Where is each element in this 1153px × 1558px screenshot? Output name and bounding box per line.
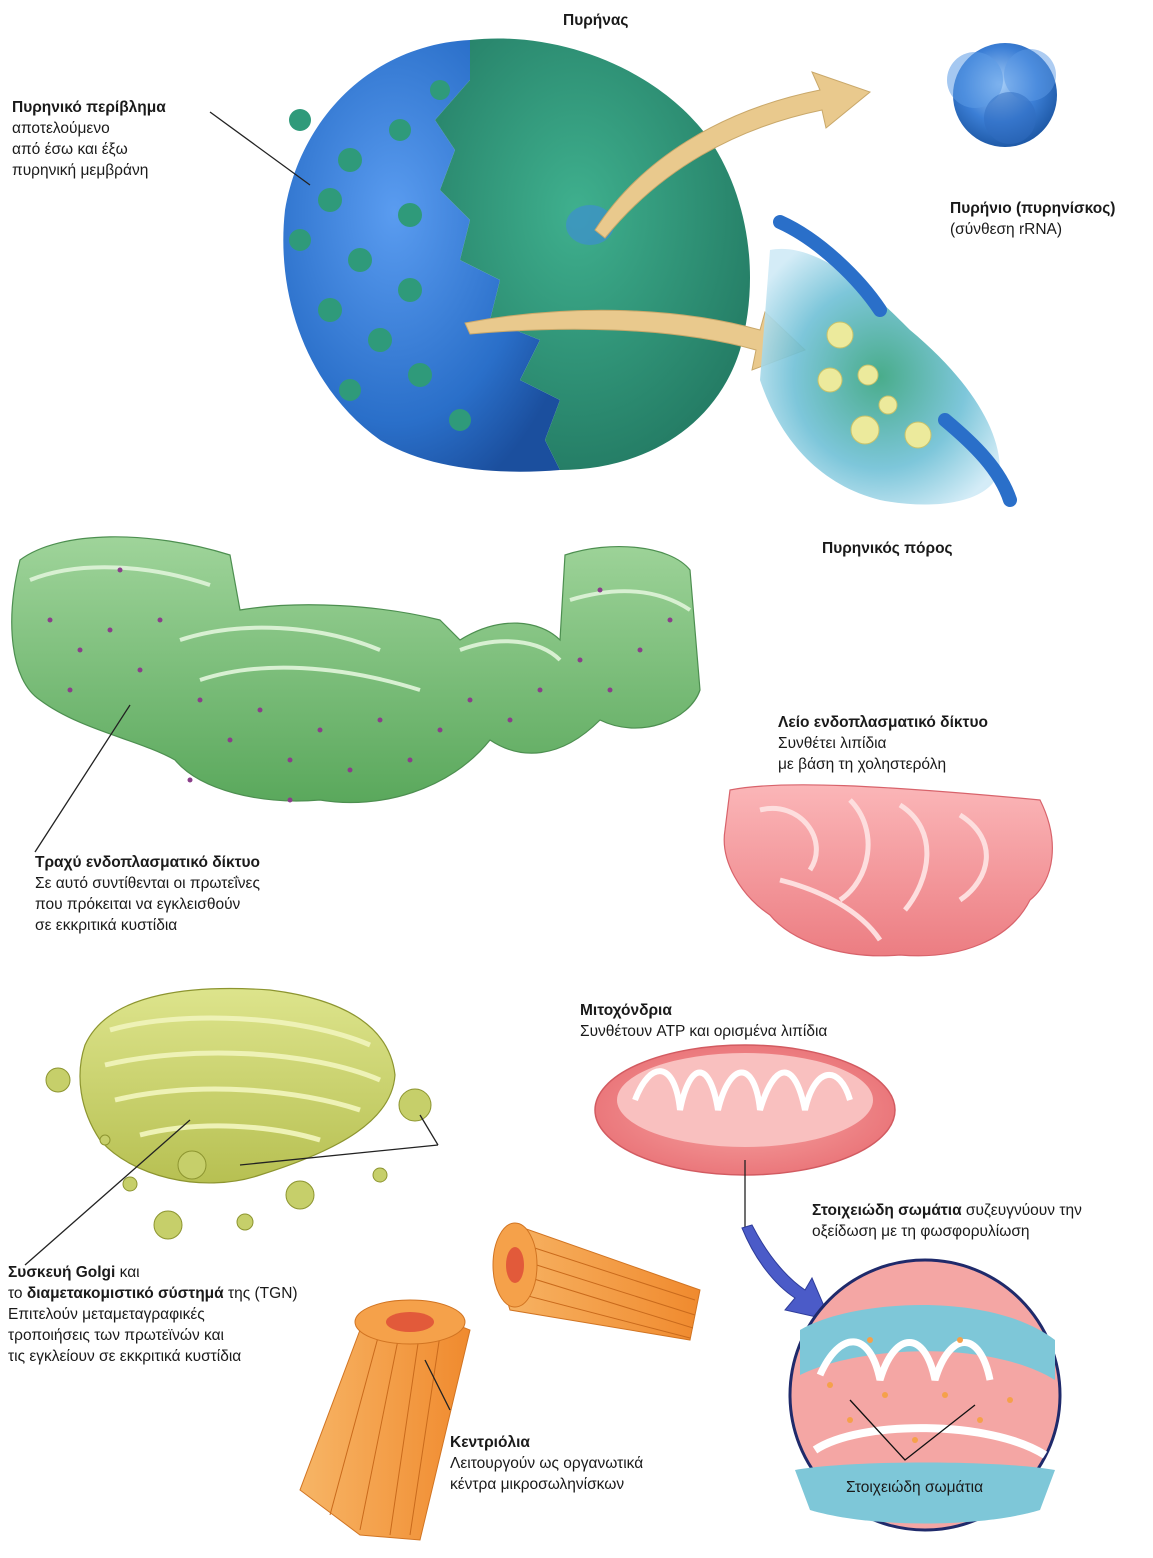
golgi-label: Συσκευή Golgi και το διαμετακομιστικό σύ… — [8, 1262, 298, 1367]
smooth-er-label: Λείο ενδοπλασματικό δίκτυο Συνθέτει λιπί… — [778, 712, 988, 775]
particles-inset-label: Στοιχειώδη σωμάτια — [846, 1477, 983, 1498]
golgi-title-2: διαμετακομιστικό σύστημά — [27, 1285, 224, 1302]
mitochondria-line-1: Συνθέτουν ATP και ορισμένα λιπίδια — [580, 1021, 827, 1042]
golgi-line-1: Επιτελούν μεταμεταγραφικές — [8, 1304, 298, 1325]
nucleus-title: Πυρήνας — [563, 12, 628, 29]
centrioles-line-2: κέντρα μικροσωληνίσκων — [450, 1474, 643, 1495]
centrioles-line-1: Λειτουργούν ως οργανωτικά — [450, 1453, 643, 1474]
rough-er-label: Τραχύ ενδοπλασματικό δίκτυο Σε αυτό συντ… — [35, 852, 260, 936]
golgi-line-2: τροποιήσεις των πρωτεϊνών και — [8, 1325, 298, 1346]
mitochondria-label: Μιτοχόνδρια Συνθέτουν ATP και ορισμένα λ… — [580, 1000, 827, 1042]
rough-er-line-2: που πρόκειται να εγκλεισθούν — [35, 894, 260, 915]
mitochondria-title: Μιτοχόνδρια — [580, 1000, 827, 1021]
particles-desc-title: Στοιχειώδη σωμάτια — [812, 1202, 962, 1219]
golgi-illustration — [46, 989, 431, 1239]
nucleus-illustration — [283, 38, 750, 471]
envelope-line-2: από έσω και έξω — [12, 139, 166, 160]
particles-inset-text: Στοιχειώδη σωμάτια — [846, 1479, 983, 1496]
nucleolus-illustration — [947, 43, 1057, 147]
envelope-title: Πυρηνικό περίβλημα — [12, 97, 166, 118]
golgi-prefix-2: το — [8, 1285, 27, 1302]
centrioles-label: Κεντριόλια Λειτουργούν ως οργανωτικά κέν… — [450, 1432, 643, 1495]
smooth-er-line-1: Συνθέτει λιπίδια — [778, 733, 988, 754]
golgi-mid-2: της (TGN) — [224, 1285, 298, 1302]
pore-label: Πυρηνικός πόρος — [822, 538, 953, 559]
smooth-er-line-2: με βάση τη χοληστερόλη — [778, 754, 988, 775]
rough-er-line-1: Σε αυτό συντίθενται οι πρωτεΐνες — [35, 873, 260, 894]
nucleus-label: Πυρήνας — [563, 10, 628, 31]
rough-er-title: Τραχύ ενδοπλασματικό δίκτυο — [35, 852, 260, 873]
golgi-mid-1: και — [115, 1264, 139, 1281]
mitochondrion-illustration — [595, 1045, 895, 1175]
particles-desc-rest: συζευγνύουν την — [962, 1202, 1082, 1219]
centrioles-title: Κεντριόλια — [450, 1432, 643, 1453]
rough-er-line-3: σε εκκριτικά κυστίδια — [35, 915, 260, 936]
golgi-title: Συσκευή Golgi — [8, 1264, 115, 1281]
nucleolus-title: Πυρήνιο (πυρηνίσκος) — [950, 198, 1115, 219]
nucleolus-label: Πυρήνιο (πυρηνίσκος) (σύνθεση rRNA) — [950, 198, 1115, 240]
rough-er-illustration — [12, 537, 700, 803]
nuclear-pore-illustration — [760, 222, 1010, 505]
pore-title: Πυρηνικός πόρος — [822, 540, 953, 557]
nucleolus-line-1: (σύνθεση rRNA) — [950, 219, 1115, 240]
envelope-label: Πυρηνικό περίβλημα αποτελούμενο από έσω … — [12, 97, 166, 181]
particles-desc-line-2: οξείδωση με τη φωσφορυλίωση — [812, 1221, 1082, 1242]
envelope-line-1: αποτελούμενο — [12, 118, 166, 139]
particles-desc-label: Στοιχειώδη σωμάτια συζευγνύουν την οξείδ… — [812, 1200, 1082, 1242]
smooth-er-title: Λείο ενδοπλασματικό δίκτυο — [778, 712, 988, 733]
golgi-leader-line-3 — [420, 1115, 438, 1145]
envelope-line-3: πυρηνική μεμβράνη — [12, 160, 166, 181]
rough-er-leader-line — [35, 705, 130, 852]
smooth-er-illustration — [724, 785, 1052, 956]
golgi-line-3: τις εγκλείουν σε εκκριτικά κυστίδια — [8, 1346, 298, 1367]
